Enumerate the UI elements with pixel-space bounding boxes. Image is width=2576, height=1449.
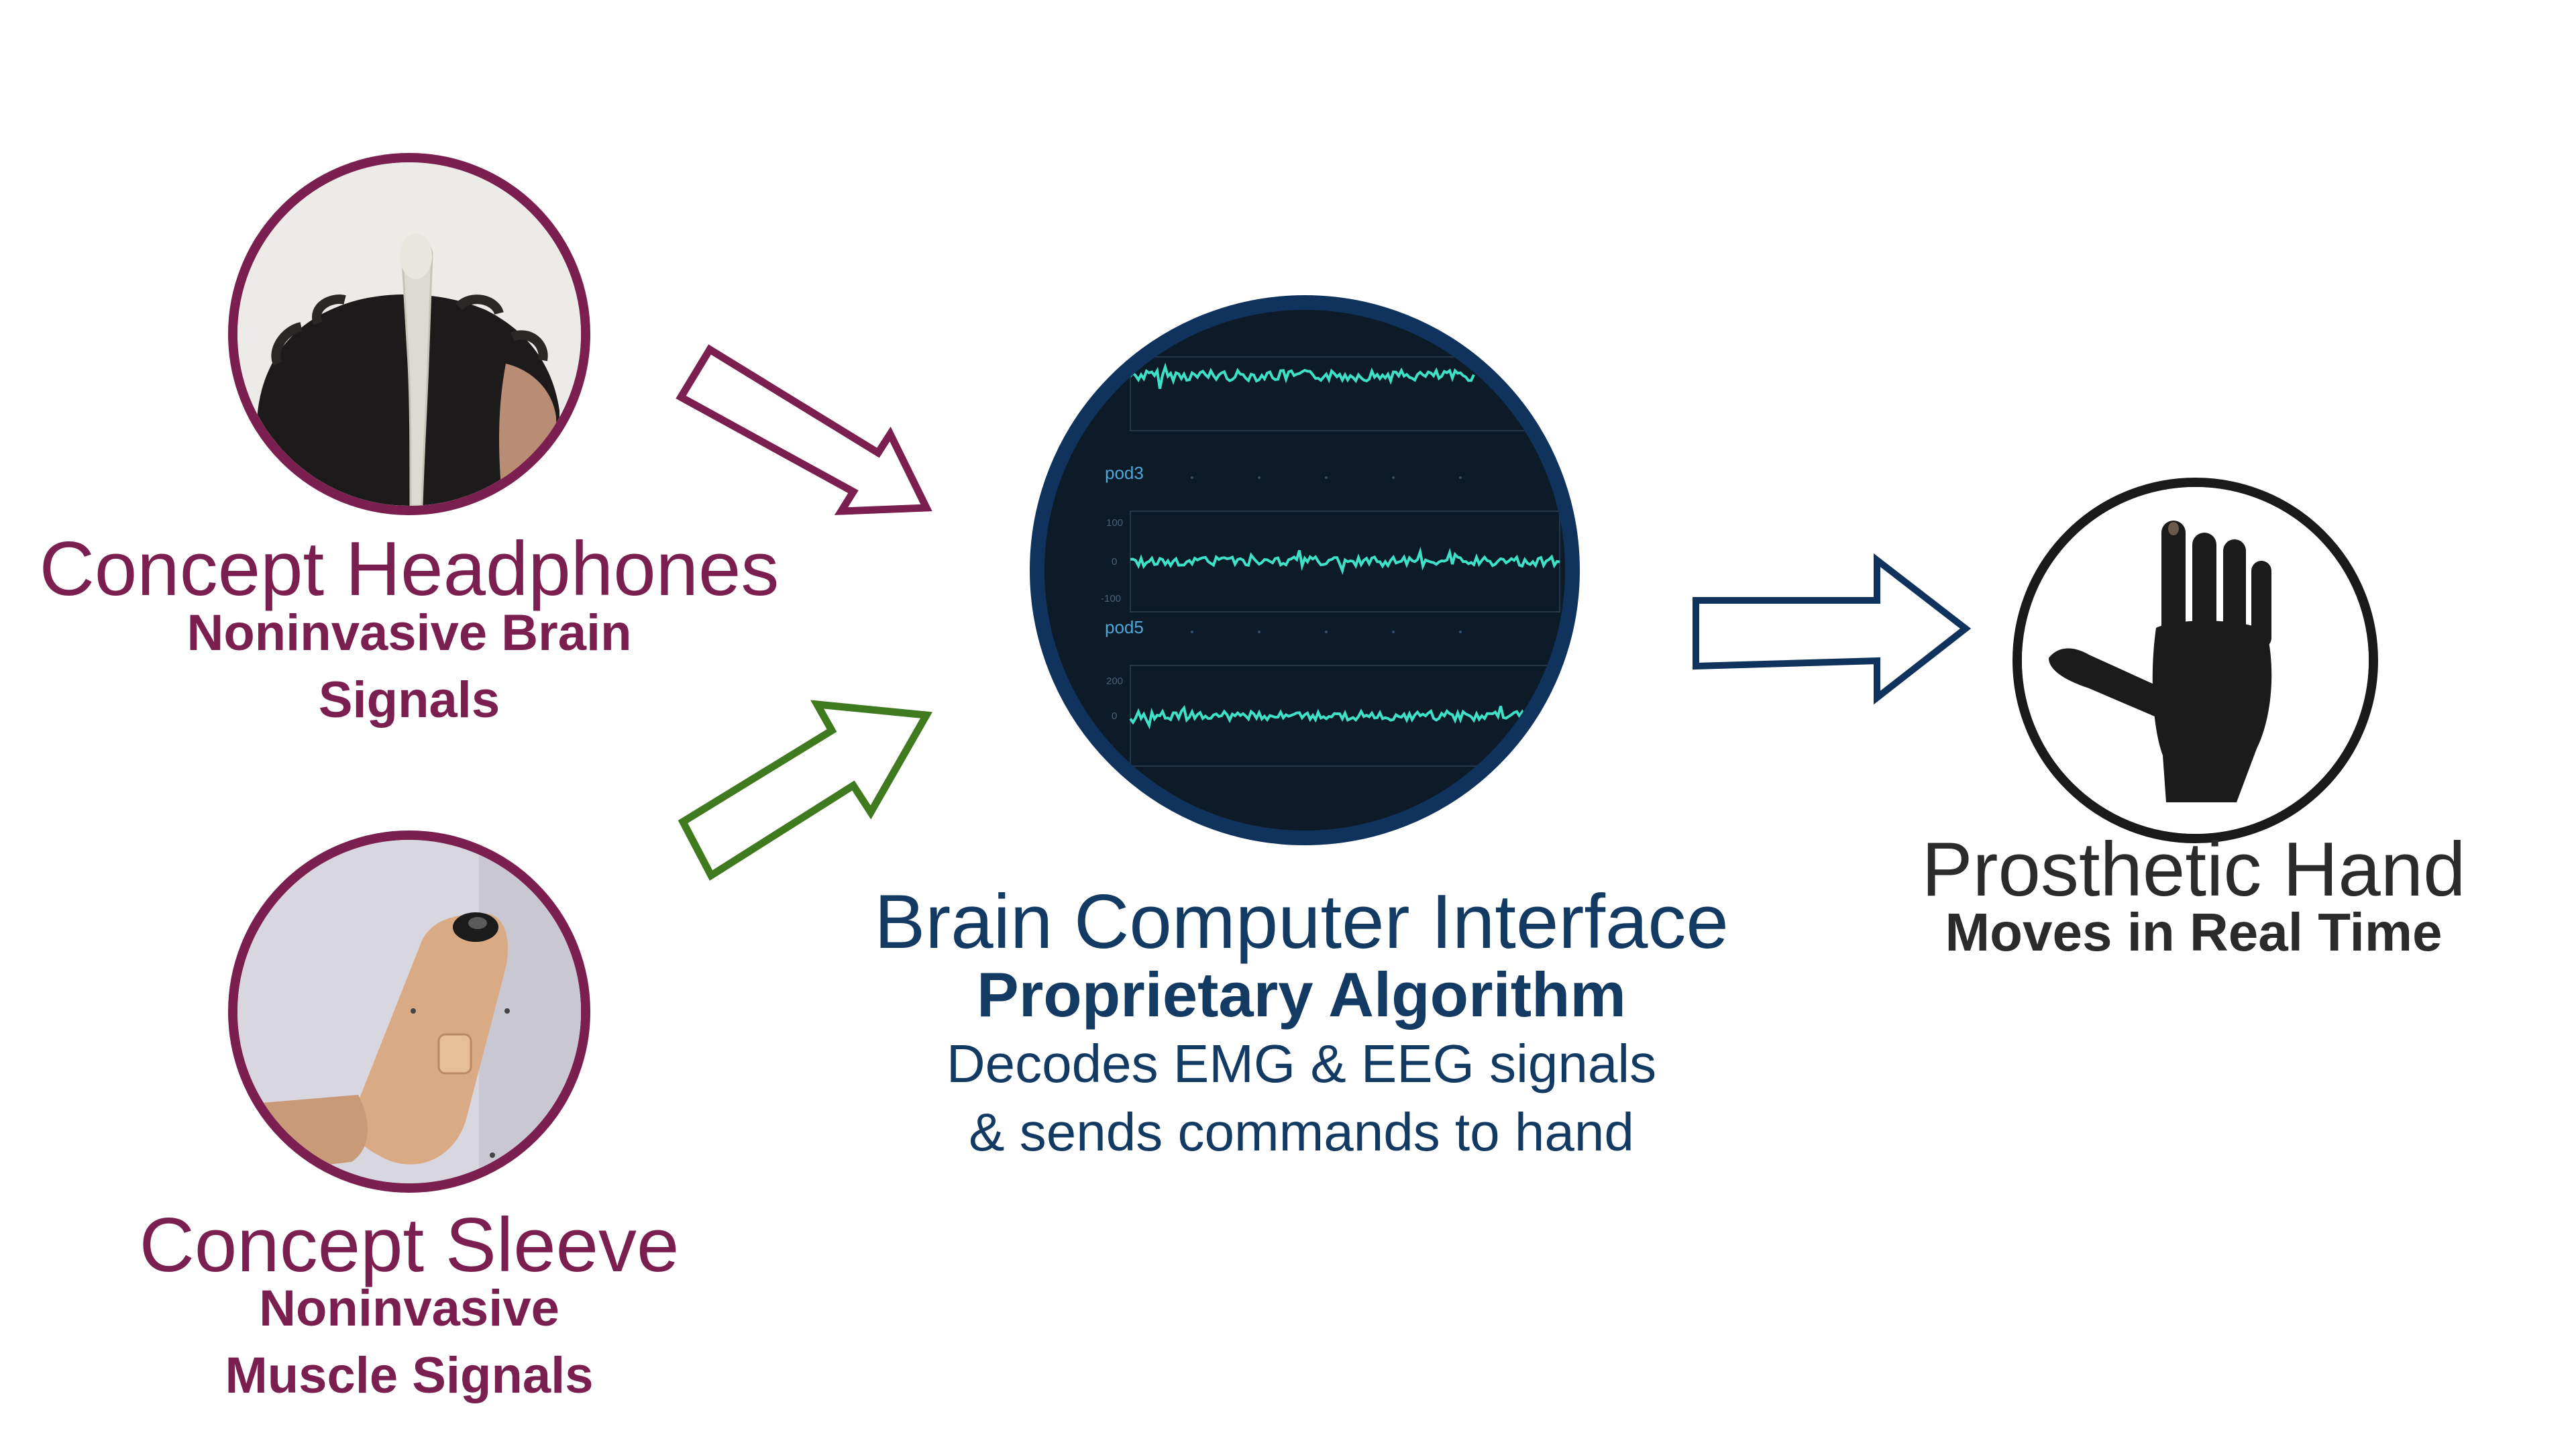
tick-label: -100 [1101,593,1121,604]
prosthetic-title: Prosthetic Hand [1865,832,2522,908]
bci-signal-screen: pod3 pod5 100 0 -100 200 0 [1030,295,1580,845]
tick-label: 0 [1112,556,1117,568]
tick-label: 200 [1106,676,1123,687]
channel-label-pod3: pod3 [1105,463,1144,483]
bci-subtitle: Proprietary Algorithm [859,963,1744,1026]
channel-label-pod5: pod5 [1105,617,1144,637]
eeg-monitor: pod3 pod5 100 0 -100 200 0 [1044,310,1565,830]
sleeve-to-bci-arrow [683,704,926,875]
bci-description-line1: Decodes EMG & EEG signals [859,1037,1744,1091]
tick-label: 0 [1112,710,1117,722]
hand-illustration [2022,487,2369,834]
prosthetic-subtitle: Moves in Real Time [1865,906,2522,959]
headphones-to-bci-arrow [681,350,926,511]
bci-title: Brain Computer Interface [859,884,1744,961]
bci-description-line2: & sends commands to hand [859,1106,1744,1159]
bci-to-hand-arrow [1696,560,1966,698]
tick-label: 100 [1106,517,1123,529]
prosthetic-hand-photo [2012,478,2378,843]
